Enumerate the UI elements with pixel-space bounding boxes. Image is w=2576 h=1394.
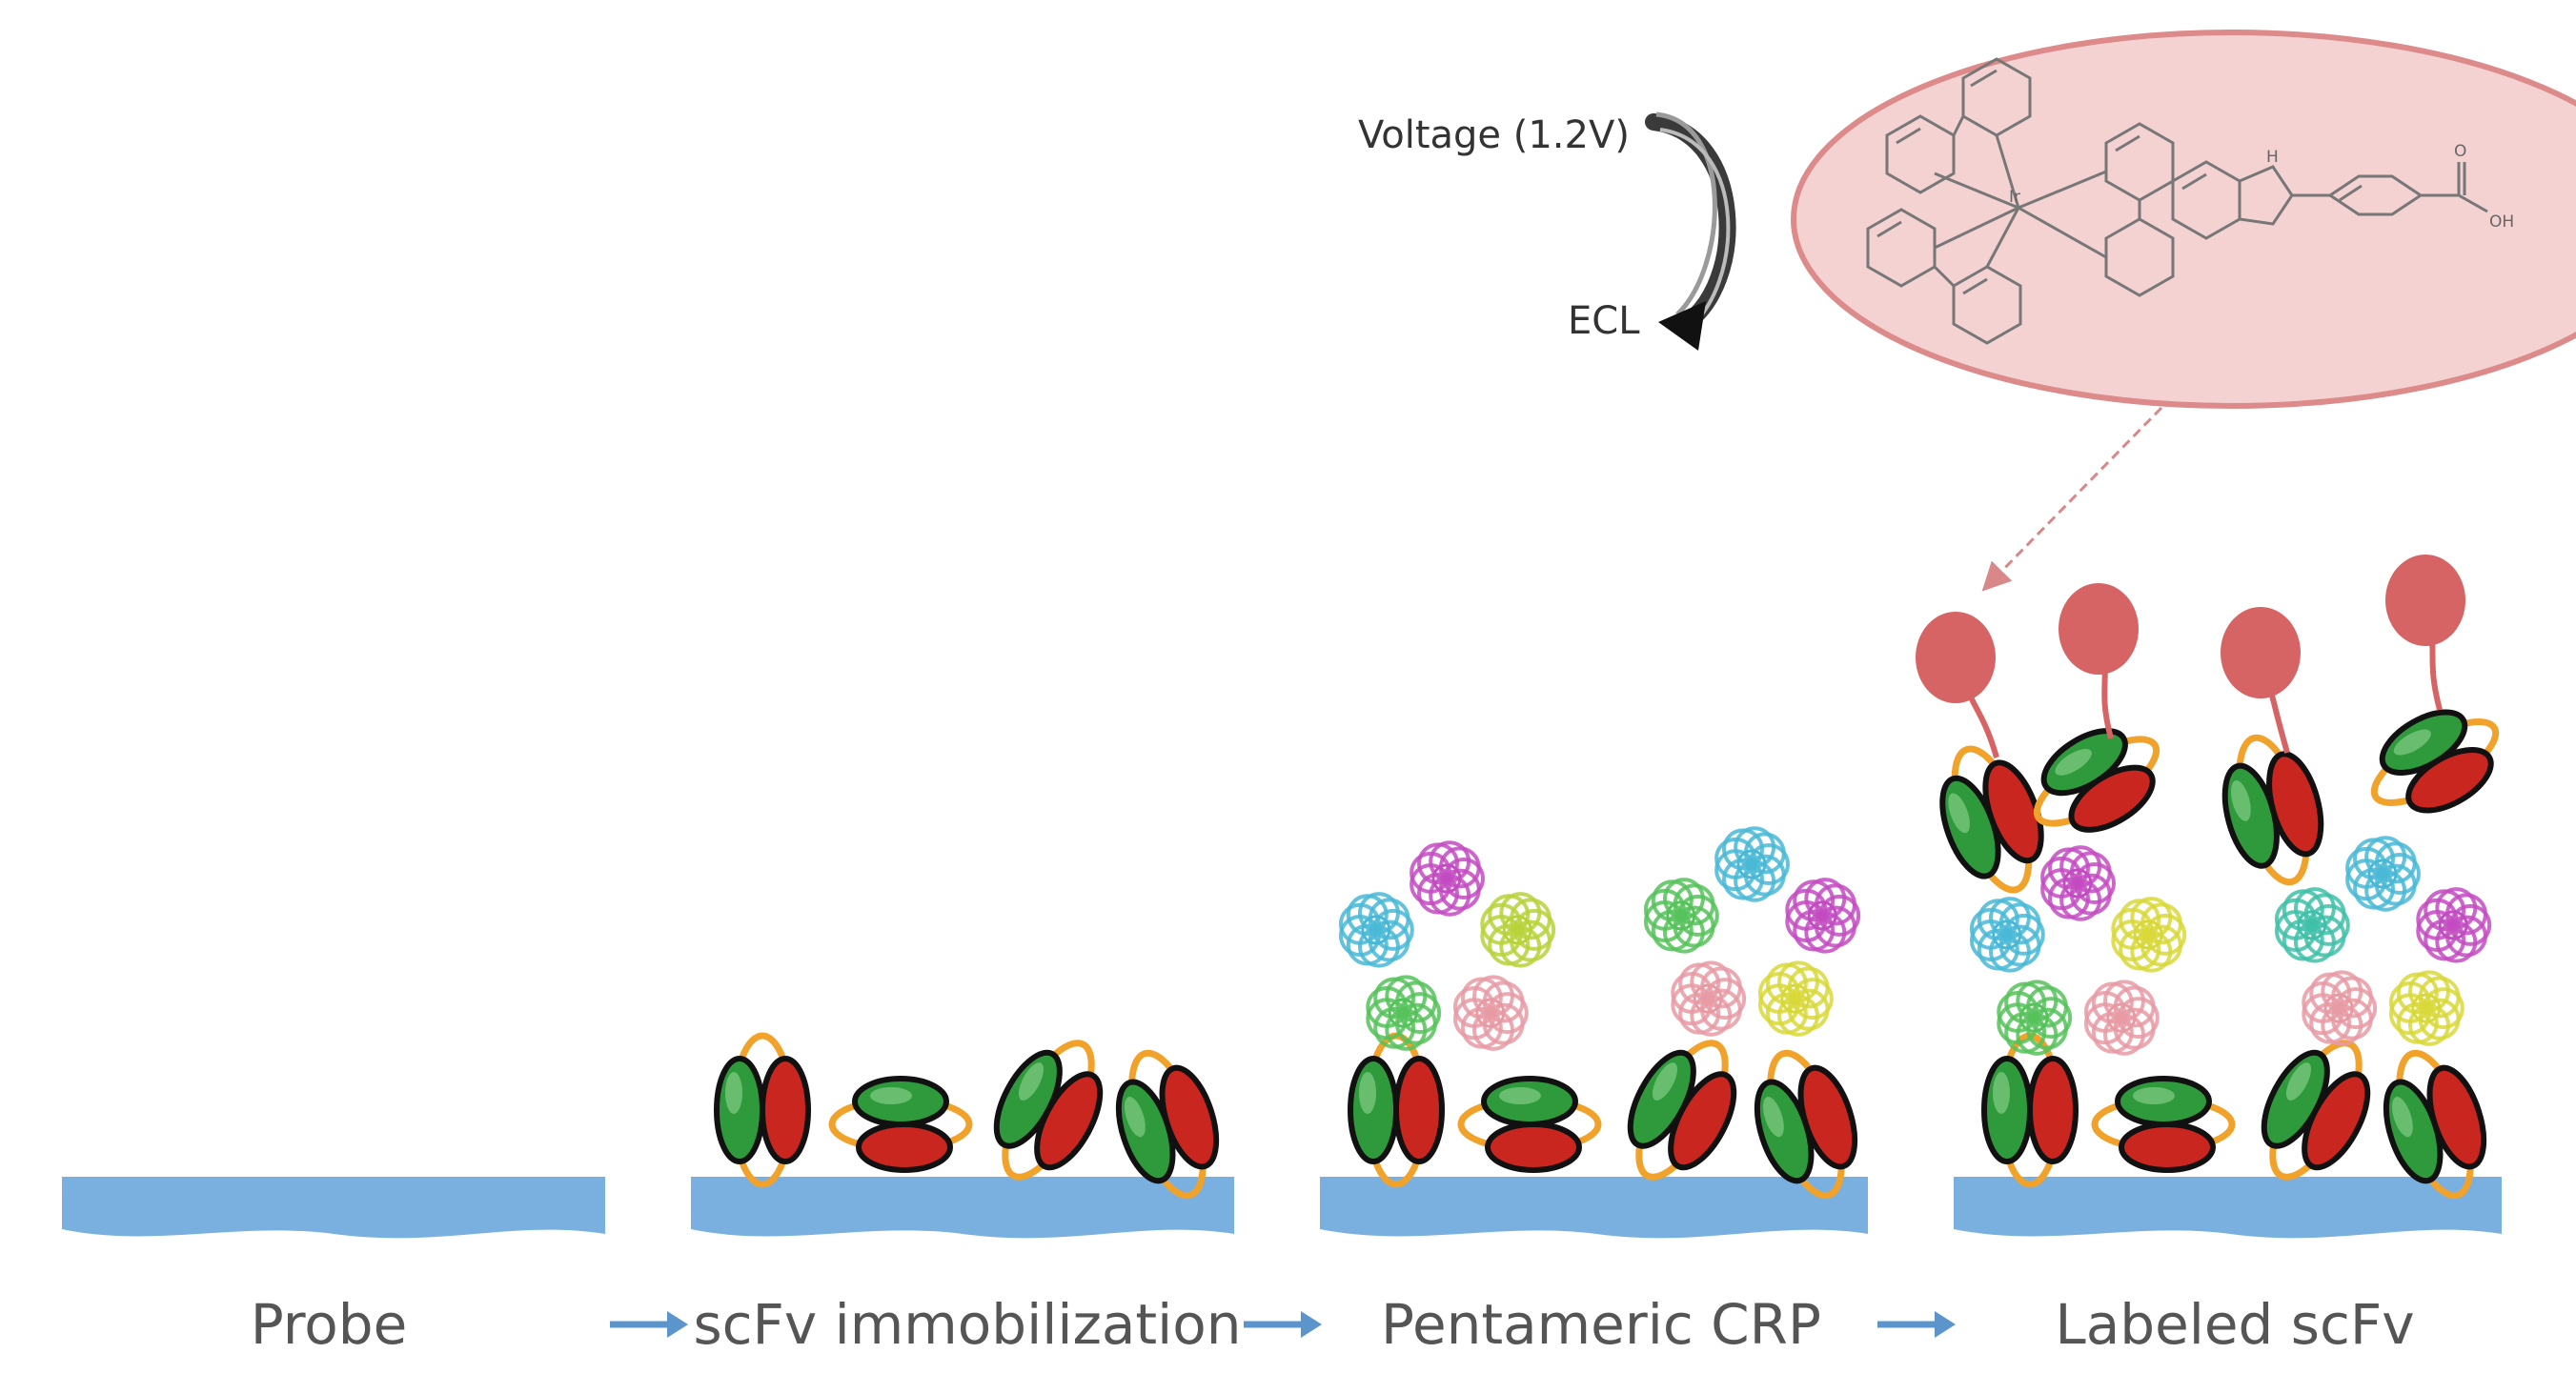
crp-protomer: [1671, 960, 1747, 1037]
scfv-antibody: [2091, 1076, 2236, 1173]
light-chain: [1982, 759, 2044, 864]
crp-protomer: [2274, 887, 2350, 963]
inset-pointer-arrow: [1981, 406, 2163, 592]
metal-atom-label: Ir: [2009, 188, 2020, 207]
scfv-antibody: [1348, 1032, 1445, 1188]
surface-scfv: [691, 1177, 1234, 1239]
step-label-labeled-scfv: Labeled scFv: [2055, 1292, 2414, 1357]
light-chain: [856, 1121, 953, 1173]
light-chain: [1668, 1071, 1737, 1171]
scfv-antibodies: [714, 709, 2500, 1200]
right-arrow-icon: [1244, 1311, 1322, 1338]
step-label-probe: Probe: [251, 1292, 408, 1357]
crp-pentamer: [2274, 836, 2492, 1046]
ecl-label-bead: [2221, 607, 2301, 754]
crp-pentamer: [1969, 845, 2187, 1056]
crp-protomer: [2388, 970, 2464, 1046]
crp-protomer: [1969, 897, 2045, 973]
crp-pentamers: [1338, 826, 2492, 1056]
crp-pentamer: [1643, 826, 1861, 1037]
light-chain: [2405, 747, 2494, 814]
crp-protomer: [1480, 892, 1556, 968]
scfv-antibody: [2383, 1049, 2487, 1200]
light-chain: [1485, 1121, 1582, 1173]
heavy-chain: [1348, 1056, 1399, 1164]
crp-protomer: [2302, 970, 2378, 1046]
probe-surfaces: [62, 1177, 2502, 1239]
heavy-chain: [1981, 1056, 2033, 1164]
scfv-antibody: [2261, 1040, 2371, 1181]
light-chain: [760, 1056, 811, 1164]
right-arrow-icon: [1877, 1311, 1956, 1338]
ecl-label-beads: [1916, 555, 2465, 758]
surface-labeled: [1954, 1177, 2502, 1239]
scfv-antibody: [2370, 709, 2500, 814]
scfv-antibody: [2221, 734, 2324, 886]
scfv-antibody: [714, 1032, 811, 1188]
right-arrow-icon: [610, 1311, 688, 1338]
crp-protomer: [2040, 845, 2116, 921]
ecl-label-bead: [2059, 583, 2139, 739]
scfv-antibody: [2033, 728, 2160, 833]
scfv-antibody: [1457, 1076, 1602, 1173]
crp-protomer: [1997, 980, 2073, 1056]
crp-protomer: [1366, 975, 1442, 1051]
scfv-antibody: [1939, 745, 2044, 894]
scfv-antibody: [1627, 1040, 1737, 1181]
crp-protomer: [2111, 897, 2187, 973]
crp-protomer: [1338, 892, 1414, 968]
ecl-label-bead: [2385, 555, 2465, 711]
scfv-antibody: [828, 1076, 973, 1173]
hydroxyl-label: OH: [2489, 212, 2514, 232]
crp-protomer: [2416, 887, 2492, 963]
curved-arrow-icon: [1645, 111, 1736, 351]
surface-probe: [62, 1177, 605, 1239]
ecl-label: ECL: [1568, 299, 1640, 343]
scfv-antibody: [993, 1040, 1104, 1181]
light-chain: [2068, 764, 2156, 833]
ecl-inset: Voltage (1.2V) ECL: [1358, 30, 2576, 592]
scfv-antibody: [1981, 1032, 2079, 1188]
crp-protomer: [1785, 878, 1861, 954]
crp-protomer: [1410, 840, 1485, 917]
light-chain: [2119, 1121, 2216, 1173]
crp-protomer: [2345, 836, 2421, 912]
scfv-antibody: [1115, 1049, 1220, 1200]
light-chain: [2426, 1064, 2487, 1170]
crp-protomer: [2083, 980, 2160, 1056]
crp-protomer: [1714, 826, 1790, 902]
scfv-antibody: [1754, 1049, 1858, 1200]
crp-protomer: [1643, 878, 1719, 954]
step-label-scfv-immobilization: scFv immobilization: [693, 1292, 1241, 1357]
light-chain: [2302, 1071, 2371, 1171]
light-chain: [1393, 1056, 1445, 1164]
crp-protomer: [1757, 960, 1834, 1037]
crp-pentamer: [1338, 840, 1556, 1051]
heavy-chain: [714, 1056, 765, 1164]
nh-atom-label: H: [2266, 148, 2279, 167]
light-chain: [1159, 1064, 1220, 1170]
light-chain: [1034, 1071, 1104, 1171]
ecl-label-bead: [1916, 612, 1999, 758]
crp-protomer: [1452, 975, 1529, 1051]
surface-crp: [1320, 1177, 1868, 1239]
light-chain: [1797, 1064, 1858, 1170]
light-chain: [2027, 1056, 2079, 1164]
step-label-pentameric-crp: Pentameric CRP: [1381, 1292, 1821, 1357]
carbonyl-o-label: O: [2454, 142, 2466, 161]
iridium-complex-structure: [1866, 57, 2488, 345]
molecule-ellipse: [1791, 30, 2576, 409]
light-chain: [2266, 751, 2324, 858]
voltage-label: Voltage (1.2V): [1358, 113, 1630, 157]
